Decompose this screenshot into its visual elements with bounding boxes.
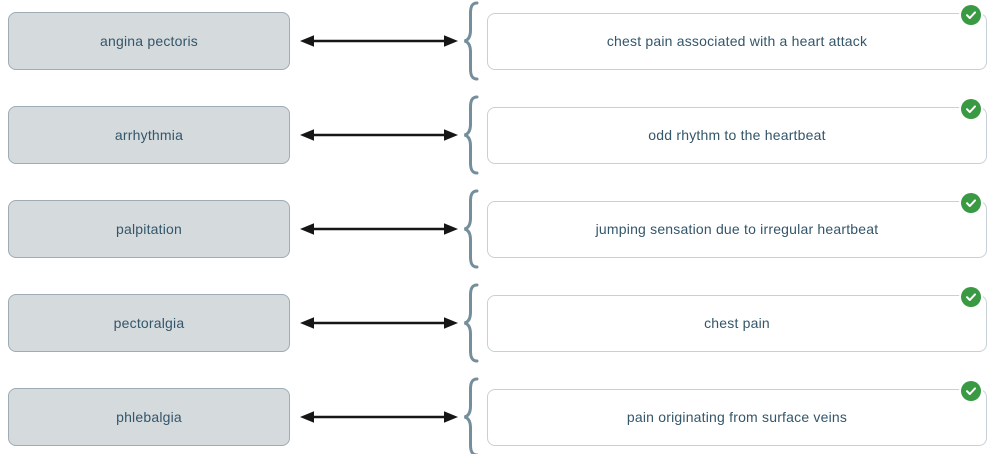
match-row: phlebalgia pain originating from surface… — [0, 377, 1000, 454]
correct-badge — [961, 192, 981, 213]
term-label: phlebalgia — [116, 409, 182, 425]
definition-box[interactable]: jumping sensation due to irregular heart… — [487, 192, 987, 258]
definition-box[interactable]: chest pain — [487, 286, 987, 352]
check-icon — [966, 386, 976, 395]
correct-badge — [961, 286, 981, 307]
term-box-pectoralgia[interactable]: pectoralgia — [8, 294, 290, 352]
correct-badge — [961, 380, 981, 401]
term-box-phlebalgia[interactable]: phlebalgia — [8, 388, 290, 446]
double-arrow-icon — [300, 222, 458, 236]
definition-label: jumping sensation due to irregular heart… — [595, 221, 879, 237]
definition-label: chest pain — [704, 315, 770, 331]
left-brace-icon — [461, 95, 481, 175]
definition-box[interactable]: odd rhythm to the heartbeat — [487, 98, 987, 164]
double-arrow-icon — [300, 34, 458, 48]
check-icon — [966, 198, 976, 207]
definition-label: chest pain associated with a heart attac… — [606, 33, 868, 49]
left-brace-icon — [461, 377, 481, 454]
correct-badge — [961, 4, 981, 25]
match-row: palpitation jumping sensation due to irr… — [0, 189, 1000, 269]
double-arrow-icon — [300, 128, 458, 142]
term-box-arrhythmia[interactable]: arrhythmia — [8, 106, 290, 164]
match-row: arrhythmia odd rhythm to the heartbeat — [0, 95, 1000, 175]
match-row: pectoralgia chest pain — [0, 283, 1000, 363]
check-icon — [966, 292, 976, 301]
match-row: angina pectoris chest pain associated wi… — [0, 1, 1000, 81]
double-arrow-icon — [300, 316, 458, 330]
left-brace-icon — [461, 189, 481, 269]
correct-badge — [961, 98, 981, 119]
definition-box[interactable]: pain originating from surface veins — [487, 380, 987, 446]
term-box-palpitation[interactable]: palpitation — [8, 200, 290, 258]
term-label: angina pectoris — [100, 33, 198, 49]
definition-label: pain originating from surface veins — [626, 409, 848, 425]
left-brace-icon — [461, 1, 481, 81]
definition-box[interactable]: chest pain associated with a heart attac… — [487, 4, 987, 70]
term-label: pectoralgia — [113, 315, 185, 331]
check-icon — [966, 104, 976, 113]
double-arrow-icon — [300, 410, 458, 424]
check-icon — [966, 10, 976, 19]
term-box-angina-pectoris[interactable]: angina pectoris — [8, 12, 290, 70]
term-label: arrhythmia — [114, 127, 184, 143]
term-label: palpitation — [115, 221, 183, 237]
left-brace-icon — [461, 283, 481, 363]
definition-label: odd rhythm to the heartbeat — [648, 127, 826, 143]
